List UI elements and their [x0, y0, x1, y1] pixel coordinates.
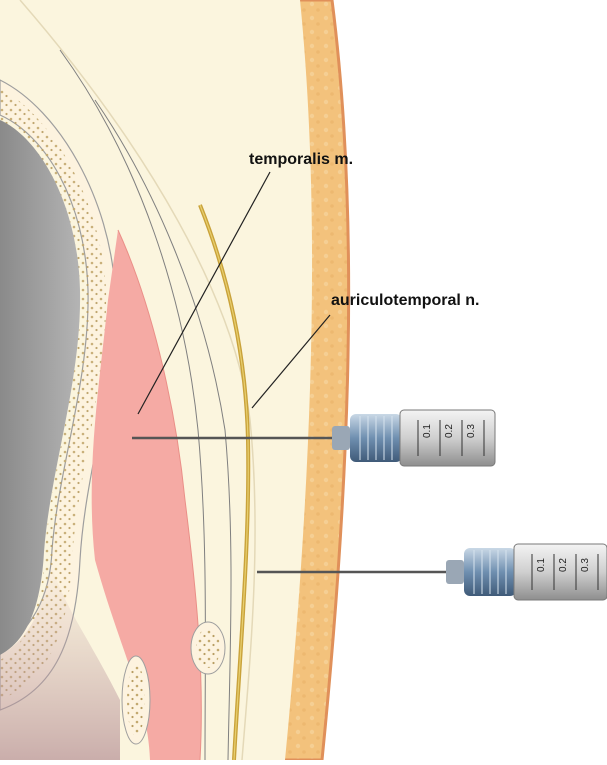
- scale-label: 0.1: [422, 424, 433, 438]
- temporalis-label: temporalis m.: [249, 151, 353, 169]
- scale-label: 0.2: [558, 558, 569, 572]
- scale-label: 0.1: [536, 558, 547, 572]
- needle-hub-lower: [446, 560, 464, 584]
- bone-section-1-dots: [196, 628, 220, 668]
- scale-label: 0.3: [580, 558, 591, 572]
- scale-label: 0.2: [444, 424, 455, 438]
- needle-hub-upper: [332, 426, 350, 450]
- auriculotemporal-label: auriculotemporal n.: [331, 292, 479, 310]
- scale-label: 0.3: [466, 424, 477, 438]
- bone-section-2-dots: [127, 664, 145, 736]
